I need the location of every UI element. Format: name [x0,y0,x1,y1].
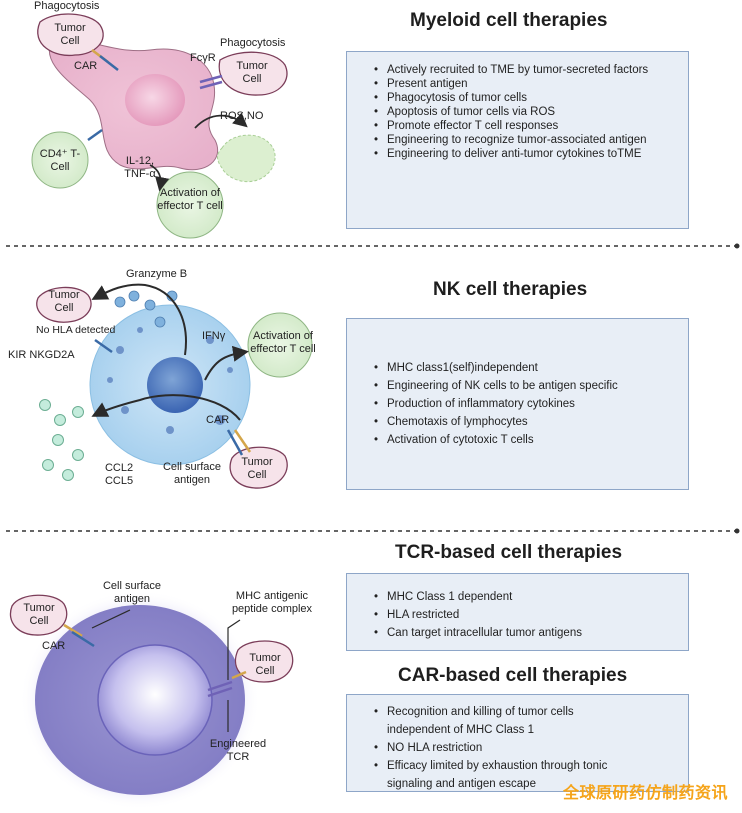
label-fcyr: FcγR [190,52,216,64]
label-phagocytosis-left: Phagocytosis [34,0,100,12]
bullet-item: Chemotaxis of lymphocytes [374,413,688,431]
arrow-ccl [91,394,241,421]
heading-car: CAR-based cell therapies [398,665,628,686]
tumor-cell-top-right [218,51,288,96]
heading-tcr: TCR-based cell therapies [395,542,623,563]
label-tumor-cell-nk-top: Tumor Cell [48,289,80,314]
bullet-item: Can target intracellular tumor antigens [374,624,688,642]
leader-lines-tcr [91,609,241,732]
label-engineered-tcr: Engineered TCR [209,738,267,763]
bullet-item: Production of inflammatory cytokines [374,395,688,413]
tumor-cell-top-left [37,13,104,57]
label-ifn: IFNγ [202,330,226,342]
receptor-glyphs-myeloid [87,49,223,142]
bullet-item: Engineering to deliver anti-tumor cytoki… [374,147,688,161]
arrow-ifn [204,345,249,381]
bullet-item: Engineering to recognize tumor-associate… [374,133,688,147]
tumor-cell-nk-bottom [229,446,288,489]
label-no-hla: No HLA detected [36,324,116,336]
label-phagocytosis-right: Phagocytosis [220,37,286,49]
label-ccl: CCL2 CCL5 [104,462,134,487]
label-cd4-t-cell: CD4⁺ T-Cell [39,148,81,173]
cd4-t-cell [31,131,89,189]
label-tumor-cell-tcr-right: Tumor Cell [249,652,281,677]
bullet-item: MHC class1(self)independent [374,359,688,377]
bullet-item: HLA restricted [374,606,688,624]
tumor-cell-tcr-left [9,594,68,636]
label-car-nk: CAR [206,414,230,426]
label-activation-nk: Activation of effector T cell [250,330,316,355]
arrow-il12 [149,164,170,192]
label-il12-tnf: IL-12, TNF-α [124,155,156,180]
bullet-item: MHC Class 1 dependent [374,588,688,606]
label-cell-surface-antigen-tcr: Cell surface antigen [102,580,162,605]
heading-nk: NK cell therapies [433,279,588,300]
divider-dot-2 [734,528,740,534]
label-car-myeloid: CAR [74,60,98,72]
chemokine-dots [39,399,84,481]
bullet-item: Efficacy limited by exhaustion through t… [374,757,628,793]
activation-t-cell-nk [247,312,313,378]
nk-bullet-list: MHC class1(self)independent Engineering … [347,359,688,449]
label-tumor-cell-top-right: Tumor Cell [236,60,268,85]
nk-cell [89,304,251,466]
label-mhc-complex: MHC antigenic peptide complex [231,590,313,615]
divider-dot-1 [734,243,740,249]
t-cell [20,590,260,810]
bullet-item: Phagocytosis of tumor cells [374,91,688,105]
car-info-box: Recognition and killing of tumor cells i… [346,694,689,792]
bullet-item: NO HLA restriction [374,739,628,757]
heading-myeloid: Myeloid cell therapies [410,10,608,31]
tumor-cell-nk-top [36,286,92,323]
label-car-tcr: CAR [42,640,66,652]
bullet-item: Recognition and killing of tumor cells i… [374,703,628,739]
label-cell-surface-antigen-nk: Cell surface antigen [162,461,222,486]
label-tumor-cell-top-left: Tumor Cell [54,22,86,47]
nk-info-box: MHC class1(self)independent Engineering … [346,318,689,490]
label-tumor-cell-tcr-left: Tumor Cell [23,602,55,627]
label-activation-myeloid: Activation of effector T cell [157,187,223,212]
tcr-bullet-list: MHC Class 1 dependent HLA restricted Can… [347,588,688,642]
bullet-item: Actively recruited to TME by tumor-secre… [374,63,688,77]
myeloid-info-box: Actively recruited to TME by tumor-secre… [346,51,689,229]
receptor-glyphs-tcr [63,623,247,698]
apoptotic-tumor-cell [217,134,276,183]
bullet-item: Apoptosis of tumor cells via ROS [374,105,688,119]
car-bullet-list: Recognition and killing of tumor cells i… [347,703,688,793]
tcr-info-box: MHC Class 1 dependent HLA restricted Can… [346,573,689,651]
arrow-granzyme [91,283,187,356]
myeloid-bullet-list: Actively recruited to TME by tumor-secre… [347,63,688,161]
receptor-glyphs-nk [94,338,252,456]
bullet-item: Promote effector T cell responses [374,119,688,133]
label-tumor-cell-nk-bottom: Tumor Cell [241,456,273,481]
bullet-item: Engineering of NK cells to be antigen sp… [374,377,688,395]
label-kir: KIR NKGD2A [8,349,75,361]
label-granzyme: Granzyme B [126,268,188,280]
macrophage-cell [48,37,218,171]
activation-t-cell-myeloid [156,171,224,239]
arrow-ros [194,112,248,129]
granzyme-granules [114,290,178,328]
bullet-item: Activation of cytotoxic T cells [374,431,688,449]
bullet-item: Present antigen [374,77,688,91]
label-ros-no: ROS,NO [220,110,264,122]
watermark: 全球原研药仿制药资讯 [562,783,728,802]
